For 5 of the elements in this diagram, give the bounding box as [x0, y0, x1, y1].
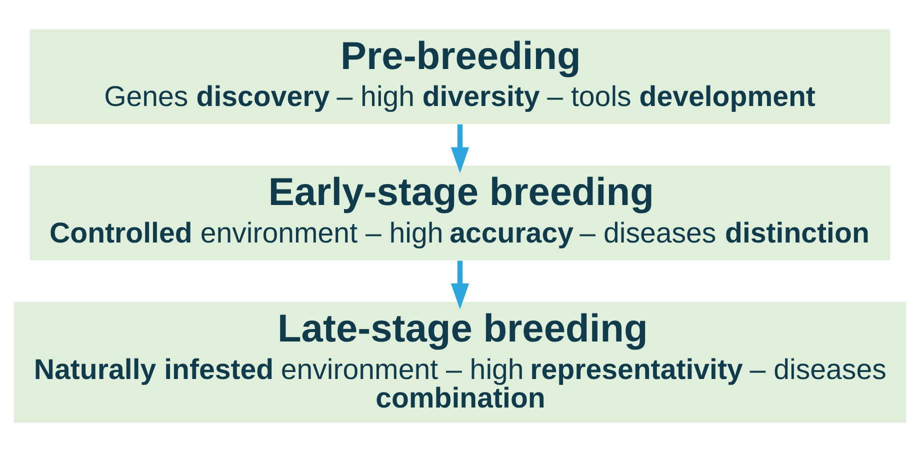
node-box: Late-stage breeding Naturally infested environment – high representativity – diseases combination: [14, 302, 906, 422]
node-box: Pre-breeding Genes discovery – high diversity – tools development: [30, 28, 890, 124]
arrow: [450, 124, 470, 173]
arrow: [450, 260, 470, 309]
node-box: Early-stage breeding Controlled environment – high accuracy – diseases distinction: [30, 165, 890, 260]
